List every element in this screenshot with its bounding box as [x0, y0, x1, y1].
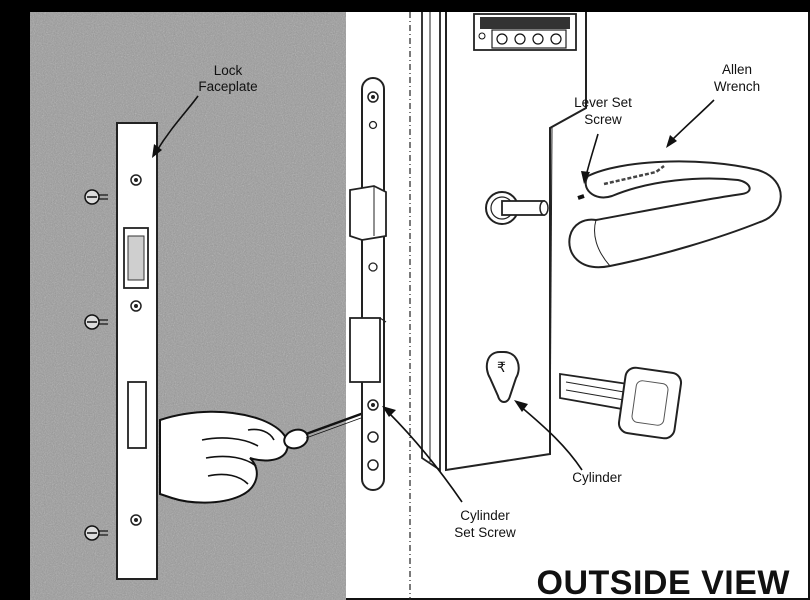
label-lever-set-screw-2: Screw [584, 112, 622, 127]
cylinder: ₹ [485, 351, 520, 403]
keypad [473, 13, 577, 51]
label-cylinder-set-screw-2: Set Screw [454, 525, 516, 540]
view-title: OUTSIDE VIEW [537, 564, 791, 600]
lever-spindle [485, 191, 549, 225]
leader-lines [152, 95, 715, 503]
lock-body-edge [349, 77, 387, 491]
key [559, 366, 683, 440]
allen-wrench [603, 165, 665, 186]
label-lock-faceplate-2: Faceplate [198, 79, 257, 94]
lever-set-screw [577, 194, 585, 200]
label-allen-wrench-1: Allen [722, 62, 752, 77]
label-lever-set-screw-1: Lever Set [574, 95, 632, 110]
top-border [0, 0, 810, 12]
left-border [0, 0, 30, 600]
label-allen-wrench-2: Wrench [714, 79, 760, 94]
label-cylinder: Cylinder [572, 470, 622, 485]
lock-faceplate [116, 122, 158, 580]
door-edge-wall [30, 12, 346, 600]
door-stile [421, 12, 441, 472]
label-cylinder-set-screw-1: Cylinder [460, 508, 510, 523]
svg-text:₹: ₹ [497, 359, 506, 375]
mounting-screws [84, 189, 108, 541]
label-lock-faceplate-1: Lock [214, 63, 243, 78]
lever-handle [568, 160, 782, 269]
lock-escutcheon [445, 12, 587, 472]
